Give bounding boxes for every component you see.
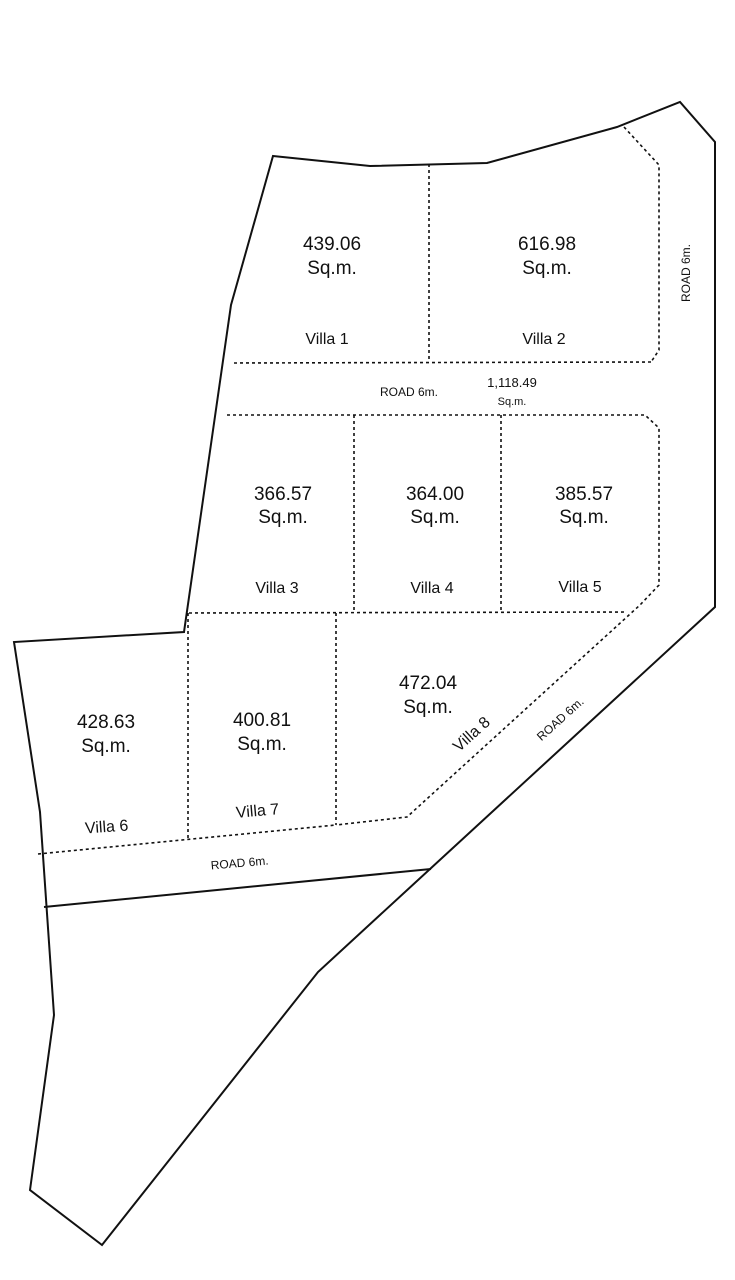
villa-7-area: 400.81 <box>233 710 291 731</box>
villa-3-area: 366.57 <box>254 484 312 505</box>
bottom-road-top-edge <box>37 824 337 855</box>
villa-5-area: 385.57 <box>555 484 613 505</box>
middle-road-top-edge <box>233 361 652 364</box>
bottom-road-label: ROAD 6m. <box>210 854 269 873</box>
villa-8-unit: Sq.m. <box>403 697 453 718</box>
villa-7-label: Villa 7 <box>235 801 280 822</box>
villa-7-unit: Sq.m. <box>237 734 287 755</box>
villa-3-unit: Sq.m. <box>258 507 308 528</box>
villa-6-area: 428.63 <box>77 712 135 733</box>
villa-2-area: 616.98 <box>518 234 576 255</box>
plot-villa-5[interactable]: 385.57 Sq.m. Villa 5 <box>555 484 613 596</box>
villa-1-label: Villa 1 <box>305 331 348 348</box>
villa-2-label: Villa 2 <box>522 331 565 348</box>
right-road-label: ROAD 6m. <box>679 244 693 302</box>
site-boundary <box>12 100 716 1247</box>
middle-road-label: ROAD 6m. <box>380 385 438 399</box>
row-divider <box>188 611 628 614</box>
villa-5-unit: Sq.m. <box>559 507 609 528</box>
villa-5-label: Villa 5 <box>558 579 601 596</box>
villa-8-area: 472.04 <box>399 673 458 694</box>
villa-4-unit: Sq.m. <box>410 507 460 528</box>
villa-4-area: 364.00 <box>406 484 464 505</box>
villa-4-label: Villa 4 <box>410 580 453 597</box>
road-total-unit: Sq.m. <box>498 396 527 408</box>
road-total-area: 1,118.49 <box>487 375 537 390</box>
plot-villa-4[interactable]: 364.00 Sq.m. Villa 4 <box>406 484 464 597</box>
right-road-inner-edge <box>623 126 660 363</box>
plot-villa-7[interactable]: 400.81 Sq.m. Villa 7 <box>233 710 291 822</box>
diagonal-road-label: ROAD 6m. <box>534 694 586 743</box>
plot-villa-6[interactable]: 428.63 Sq.m. Villa 6 <box>77 712 135 838</box>
villa-2-unit: Sq.m. <box>522 258 572 279</box>
villa-6-label: Villa 6 <box>84 818 128 838</box>
middle-road-bottom-edge <box>227 414 660 826</box>
bottom-road-edge <box>43 868 432 908</box>
villa-3-label: Villa 3 <box>255 580 298 597</box>
plot-villa-3[interactable]: 366.57 Sq.m. Villa 3 <box>254 484 312 597</box>
villa-6-unit: Sq.m. <box>81 736 131 757</box>
plot-villa-8[interactable]: 472.04 Sq.m. Villa 8 <box>399 673 494 755</box>
villa-8-label: Villa 8 <box>450 714 494 756</box>
plot-villa-2[interactable]: 616.98 Sq.m. Villa 2 <box>518 234 576 348</box>
villa-1-area: 439.06 <box>303 234 361 255</box>
villa-1-unit: Sq.m. <box>307 258 357 279</box>
plot-villa-1[interactable]: 439.06 Sq.m. Villa 1 <box>303 234 361 348</box>
